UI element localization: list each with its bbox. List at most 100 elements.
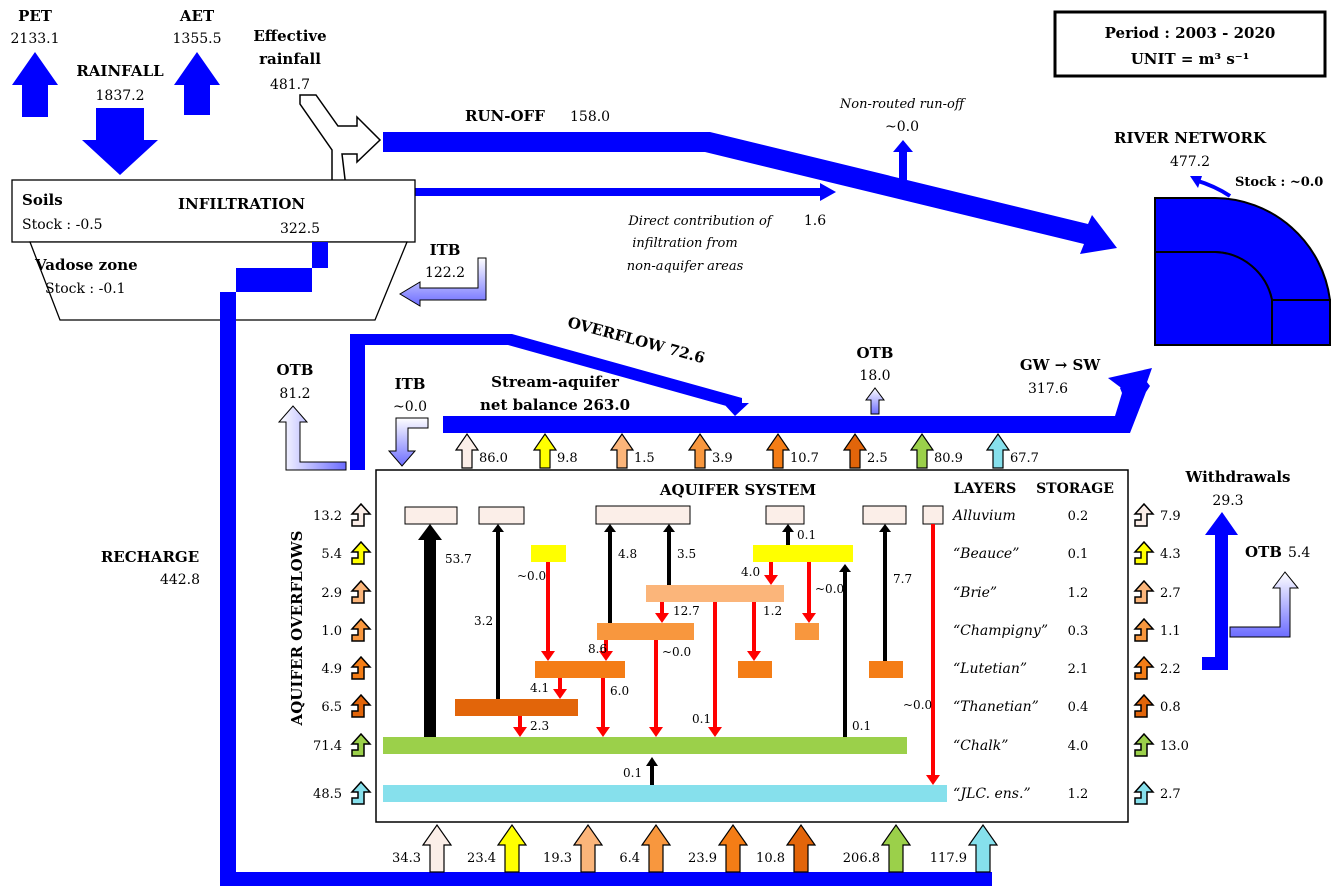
beauce-bar-2 <box>753 545 853 562</box>
jlc-bar <box>383 785 947 802</box>
withdrawal-arrow-1 <box>1133 540 1155 565</box>
alluvium-bar-2 <box>478 506 525 525</box>
lutetian-to-chalk-arrow <box>596 678 610 737</box>
beauce-bar-1 <box>531 545 566 562</box>
bottom-flow-value-0: 34.3 <box>392 851 421 866</box>
flow-label-19: 0.1 <box>623 766 642 780</box>
net-balance-line2: net balance 263.0 <box>480 396 630 414</box>
flow-label-2: ~0.0 <box>517 569 546 583</box>
soils-box <box>11 179 416 243</box>
alluvium-bar-1 <box>404 506 458 525</box>
direct-contribution-line1: Direct contribution of <box>627 214 773 229</box>
chalk-bar <box>383 737 907 754</box>
lutetian-bar-3 <box>869 661 903 678</box>
top-flow-value-6: 80.9 <box>934 451 963 466</box>
alluvium-to-jlc-arrow <box>926 524 940 785</box>
flow-label-6: 4.0 <box>741 565 760 579</box>
chalk-to-beauce-arrow <box>839 564 851 737</box>
aquifer-overflows-title: AQUIFER OVERFLOWS <box>288 531 306 727</box>
gw-sw-value: 317.6 <box>1028 381 1068 397</box>
gw-sw-arrowhead <box>1108 368 1152 402</box>
withdrawal-arrow-2 <box>1133 579 1155 604</box>
rainfall-arrow <box>82 108 158 175</box>
non-routed-label: Non-routed run-off <box>839 97 967 112</box>
period-text: Period : 2003 - 2020 <box>1105 24 1276 42</box>
top-flow-value-2: 1.5 <box>634 451 655 466</box>
internal-flow-labels: 53.7 3.2 ~0.0 4.8 3.5 0.1 4.0 ~0.0 7.7 1… <box>445 528 932 780</box>
flow-label-7: ~0.0 <box>815 582 844 596</box>
withdrawals-otb-label: OTB <box>1245 543 1282 561</box>
thanetian-to-chalk-arrow <box>513 716 527 737</box>
rainfall-label: RAINFALL <box>76 62 164 80</box>
flow-label-5: 0.1 <box>797 528 816 542</box>
top-flow-arrow-7 <box>985 432 1011 469</box>
withdrawal-value-2: 2.7 <box>1160 586 1181 601</box>
champigny-to-chalk-arrow <box>649 640 663 737</box>
effective-rainfall-label-2: rainfall <box>259 50 321 68</box>
layer-storage-6: 4.0 <box>1068 739 1089 754</box>
river-stock-arrow <box>1194 178 1232 198</box>
withdrawal-arrow-5 <box>1133 693 1155 718</box>
layer-storage-2: 1.2 <box>1068 586 1089 601</box>
itb-mid-value: ~0.0 <box>393 399 427 415</box>
champigny-to-lutetian-arrow <box>599 640 613 661</box>
unit-text: UNIT = m³ s⁻¹ <box>1131 50 1250 68</box>
beauce-to-alluvium-arrow <box>782 524 794 545</box>
flow-label-4: 3.5 <box>677 547 696 561</box>
flow-label-10: 1.2 <box>763 604 782 618</box>
itb-mid-label: ITB <box>395 375 426 393</box>
flow-label-9: 12.7 <box>673 604 700 618</box>
overflow-value-1: 5.4 <box>321 547 342 562</box>
layer-name-3: “Champigny” <box>953 623 1048 639</box>
flow-label-16: 0.1 <box>692 712 711 726</box>
layer-name-4: “Lutetian” <box>953 661 1027 677</box>
champigny-to-alluvium-arrow <box>604 524 616 623</box>
withdrawal-value-3: 1.1 <box>1160 624 1181 639</box>
top-flow-arrow-0 <box>454 432 480 469</box>
runoff-label: RUN-OFF <box>465 107 545 125</box>
pet-arrow <box>12 52 58 117</box>
effective-rainfall-label-1: Effective <box>253 27 326 45</box>
bottom-flow-value-1: 23.4 <box>467 851 496 866</box>
river-stock-arrowhead <box>1190 176 1202 188</box>
flow-label-3: 4.8 <box>618 547 637 561</box>
layer-name-6: “Chalk” <box>953 738 1008 754</box>
overflow-value-3: 1.0 <box>321 624 342 639</box>
layers-header: LAYERS <box>954 481 1016 497</box>
beauce-to-lutetian-arrow <box>541 562 555 661</box>
itb-top-arrow <box>399 257 487 307</box>
direct-contribution-value: 1.6 <box>804 213 826 229</box>
brie-to-alluvium-arrow <box>663 524 675 585</box>
withdrawal-arrow-3 <box>1133 617 1155 642</box>
bottom-flow-arrow-2 <box>572 823 604 873</box>
bottom-flow-arrow-0 <box>421 823 453 873</box>
overflow-arrow-1 <box>350 540 372 565</box>
flow-label-1: 3.2 <box>474 614 493 628</box>
overflow-value-4: 4.9 <box>321 662 342 677</box>
downward-flows <box>513 524 940 785</box>
itb-mid-arrow <box>387 417 429 467</box>
overflow-arrow-7 <box>350 780 372 805</box>
top-flow-value-4: 10.7 <box>790 451 819 466</box>
vadose-zone-label: Vadose zone <box>34 256 138 274</box>
champigny-bar-2 <box>795 623 819 640</box>
flow-label-17: 0.1 <box>852 719 871 733</box>
flow-label-8: 7.7 <box>893 572 912 586</box>
bottom-flow-arrow-7 <box>967 823 999 873</box>
upward-flows <box>418 524 891 785</box>
direct-contribution-arrow <box>350 183 836 201</box>
overflow-value-0: 13.2 <box>313 509 342 524</box>
overflow-arrow-3 <box>350 617 372 642</box>
layer-storage-7: 1.2 <box>1068 787 1089 802</box>
bottom-flow-value-5: 10.8 <box>756 851 785 866</box>
lutetian-bar-1 <box>535 661 625 678</box>
flow-label-12: ~0.0 <box>662 645 691 659</box>
layer-storage-0: 0.2 <box>1068 509 1089 524</box>
top-flow-arrow-6 <box>909 432 935 469</box>
withdrawals-label: Withdrawals <box>1185 468 1291 486</box>
otb-mid-label: OTB <box>857 344 894 362</box>
top-flow-value-1: 9.8 <box>557 451 578 466</box>
withdrawals-otb-value: 5.4 <box>1288 545 1310 561</box>
chalk-to-alluvium-arrow <box>418 524 442 737</box>
